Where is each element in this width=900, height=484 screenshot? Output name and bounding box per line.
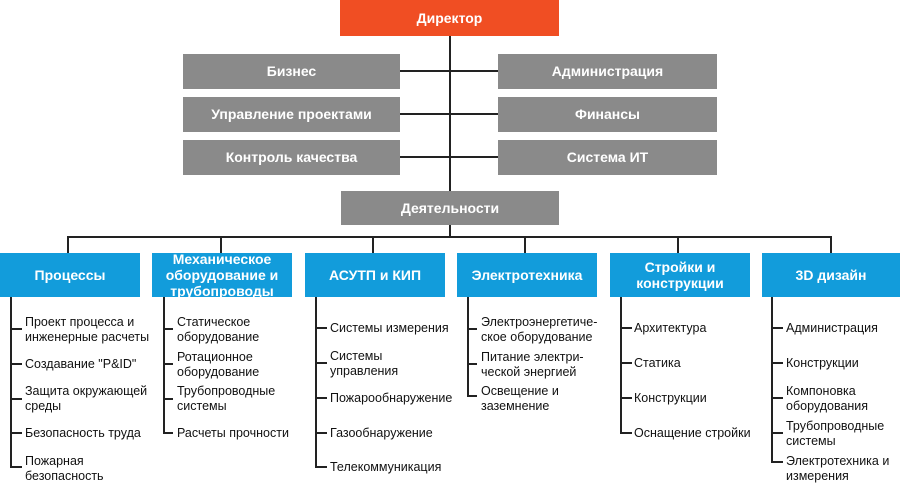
staff-connector bbox=[400, 113, 498, 115]
list-item: Системы управления bbox=[330, 349, 399, 378]
list-item: Конструкции bbox=[634, 391, 707, 405]
list-item: Пожарообнаружение bbox=[330, 391, 453, 405]
director-box: Директор bbox=[340, 0, 559, 36]
staff-box-administration: Администрация bbox=[498, 54, 717, 89]
dept-drop bbox=[524, 236, 526, 253]
item-tick bbox=[771, 461, 783, 463]
dept-drop bbox=[67, 236, 69, 253]
staff-box-it-system: Система ИТ bbox=[498, 140, 717, 175]
list-item: Освещение и заземнение bbox=[481, 384, 559, 413]
item-rail bbox=[315, 297, 317, 468]
item-tick bbox=[10, 432, 22, 434]
activities-box: Деятельности bbox=[341, 191, 559, 225]
dept-drop bbox=[830, 236, 832, 253]
list-item: Пожарная безопасность bbox=[25, 454, 104, 483]
list-item: Оснащение стройки bbox=[634, 426, 751, 440]
item-rail bbox=[163, 297, 165, 433]
list-item: Газообнаружение bbox=[330, 426, 433, 440]
item-tick bbox=[467, 363, 477, 365]
item-tick bbox=[315, 327, 327, 329]
item-tick bbox=[771, 397, 783, 399]
list-item: Статика bbox=[634, 356, 681, 370]
staff-box-project-management: Управление проектами bbox=[183, 97, 400, 132]
staff-connector bbox=[400, 156, 498, 158]
item-rail bbox=[10, 297, 12, 467]
list-item: Защита окружающей среды bbox=[25, 384, 148, 413]
item-tick bbox=[10, 398, 22, 400]
staff-box-business: Бизнес bbox=[183, 54, 400, 89]
list-item: Компоновка оборудования bbox=[786, 384, 869, 413]
item-tick bbox=[163, 432, 173, 434]
staff-connector bbox=[400, 70, 498, 72]
list-item: Архитектура bbox=[634, 321, 707, 335]
dept-header-3d-design: 3D дизайн bbox=[762, 253, 900, 297]
item-tick bbox=[163, 363, 173, 365]
item-tick bbox=[10, 328, 22, 330]
item-tick bbox=[10, 466, 22, 468]
list-item: Статическое оборудование bbox=[177, 315, 260, 344]
item-rail bbox=[467, 297, 469, 396]
list-item: Ротационное оборудование bbox=[177, 350, 260, 379]
list-item: Проект процесса и инженерные расчеты bbox=[25, 315, 150, 344]
item-tick bbox=[620, 397, 632, 399]
list-item: Телекоммуникация bbox=[330, 460, 442, 474]
list-item: Расчеты прочности bbox=[177, 426, 289, 440]
list-item: Конструкции bbox=[786, 356, 859, 370]
list-item: Создавание "P&ID" bbox=[25, 357, 137, 371]
trunk-line-lower bbox=[449, 225, 451, 237]
dept-drop bbox=[220, 236, 222, 253]
list-item: Безопасность труда bbox=[25, 426, 141, 440]
item-tick bbox=[315, 432, 327, 434]
item-tick bbox=[771, 432, 783, 434]
item-tick bbox=[620, 362, 632, 364]
item-tick bbox=[771, 362, 783, 364]
list-item: Питание электри-ческой энергией bbox=[481, 350, 584, 379]
item-tick bbox=[163, 328, 173, 330]
item-tick bbox=[620, 432, 632, 434]
dept-header-electrical: Электротехника bbox=[457, 253, 597, 297]
dept-drop bbox=[372, 236, 374, 253]
dept-header-acs-instrumentation: АСУТП и КИП bbox=[305, 253, 445, 297]
item-tick bbox=[315, 466, 327, 468]
dept-drop bbox=[677, 236, 679, 253]
staff-box-quality-control: Контроль качества bbox=[183, 140, 400, 175]
item-tick bbox=[315, 397, 327, 399]
item-tick bbox=[771, 327, 783, 329]
item-tick bbox=[163, 398, 173, 400]
list-item: Электротехника и измерения bbox=[786, 454, 890, 483]
list-item: Администрация bbox=[786, 321, 878, 335]
list-item: Трубопроводные системы bbox=[786, 419, 885, 448]
dept-header-construction: Стройки и конструкции bbox=[610, 253, 750, 297]
item-rail bbox=[620, 297, 622, 433]
item-tick bbox=[10, 363, 22, 365]
dept-header-mechanical: Механическое оборудование и трубопроводы bbox=[152, 251, 292, 299]
dept-header-processes: Процессы bbox=[0, 253, 140, 297]
item-tick bbox=[467, 328, 477, 330]
branch-line bbox=[67, 236, 832, 238]
item-tick bbox=[315, 362, 327, 364]
list-item: Системы измерения bbox=[330, 321, 449, 335]
item-tick bbox=[620, 327, 632, 329]
item-rail bbox=[771, 297, 773, 463]
item-tick bbox=[467, 395, 477, 397]
list-item: Трубопроводные системы bbox=[177, 384, 276, 413]
list-item: Электроэнергетиче-ское оборудование bbox=[481, 315, 598, 344]
staff-box-finance: Финансы bbox=[498, 97, 717, 132]
